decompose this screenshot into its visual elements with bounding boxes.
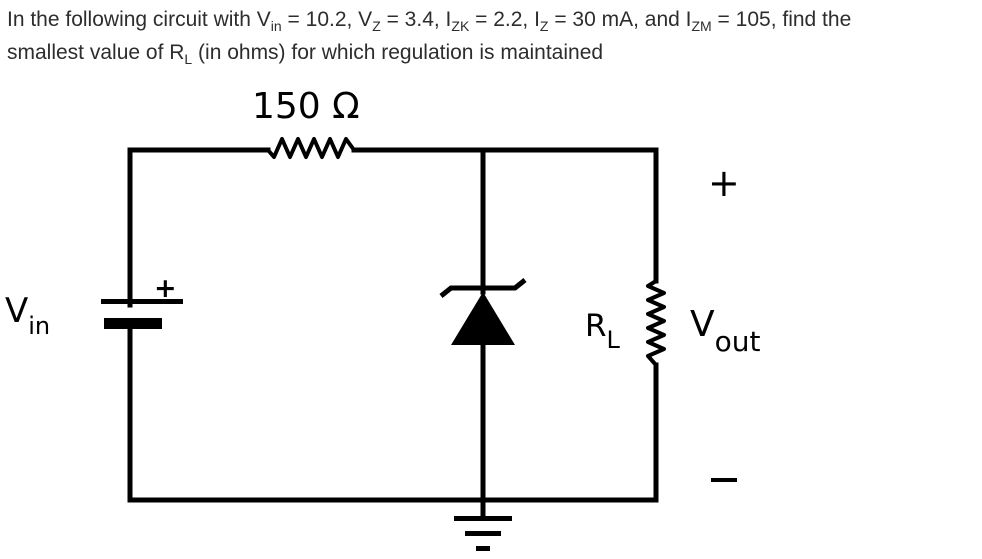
question-fragment: smallest value of R bbox=[7, 41, 185, 64]
question-fragment: = 105, find the bbox=[711, 8, 852, 31]
output-label-main: V bbox=[690, 304, 715, 345]
question-fragment: = 3.4, I bbox=[380, 8, 452, 31]
source-label: Vin bbox=[5, 291, 50, 340]
question-subscript: Z bbox=[539, 18, 549, 34]
zener-diode-icon bbox=[451, 292, 515, 345]
question-subscript: ZM bbox=[691, 18, 712, 34]
load-label: RL bbox=[585, 308, 621, 354]
ground-icon-mid bbox=[465, 531, 501, 536]
output-label: Vout bbox=[690, 304, 761, 358]
question-subscript: in bbox=[270, 18, 282, 34]
ground-icon-bottom bbox=[476, 546, 490, 551]
output-label-sub: out bbox=[715, 325, 761, 358]
series-resistor bbox=[266, 137, 356, 159]
ground-icon bbox=[454, 516, 512, 521]
battery-plus-sign: + bbox=[154, 273, 177, 304]
source-label-sub: in bbox=[28, 312, 50, 340]
zener-bar bbox=[439, 278, 527, 298]
question-subscript: L bbox=[184, 51, 193, 67]
question-text: In the following circuit with Vin = 10.2… bbox=[7, 3, 982, 69]
question-fragment: = 2.2, I bbox=[469, 8, 540, 31]
question-subscript: ZK bbox=[451, 18, 470, 34]
question-fragment: (in ohms) for which regulation is mainta… bbox=[192, 41, 604, 64]
battery-long-plate bbox=[101, 299, 183, 304]
resistor-label: 150 Ω bbox=[252, 86, 360, 127]
output-plus-sign: + bbox=[708, 161, 740, 205]
output-minus-sign bbox=[711, 478, 737, 482]
question-fragment: = 10.2, V bbox=[281, 8, 373, 31]
load-label-main: R bbox=[585, 308, 607, 344]
question-fragment: In the following circuit with V bbox=[7, 8, 271, 31]
question-fragment: = 30 mA, and I bbox=[548, 8, 692, 31]
source-label-main: V bbox=[5, 291, 28, 331]
load-resistor bbox=[646, 279, 666, 367]
battery-short-plate bbox=[104, 318, 162, 329]
question-subscript: Z bbox=[372, 18, 381, 34]
load-label-sub: L bbox=[607, 326, 621, 354]
